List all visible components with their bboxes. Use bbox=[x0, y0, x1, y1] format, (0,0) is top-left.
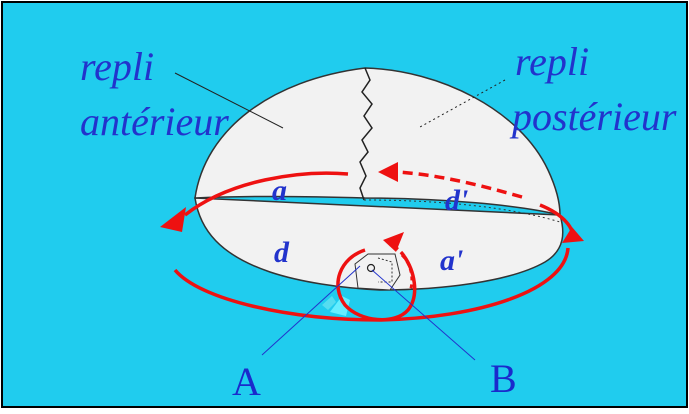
label-repli-posterieur-2: postérieur bbox=[509, 94, 677, 139]
label-a: a bbox=[272, 174, 287, 207]
label-d-prime: d' bbox=[445, 184, 468, 217]
label-A: A bbox=[232, 359, 261, 404]
label-repli-anterieur-1: repli bbox=[80, 44, 154, 89]
label-a-prime: a' bbox=[440, 244, 463, 277]
opening-shape bbox=[355, 254, 400, 290]
label-B: B bbox=[490, 356, 517, 401]
label-repli-anterieur-2: antérieur bbox=[80, 99, 229, 144]
label-d: d bbox=[274, 236, 290, 269]
label-repli-posterieur-1: repli bbox=[515, 39, 589, 84]
